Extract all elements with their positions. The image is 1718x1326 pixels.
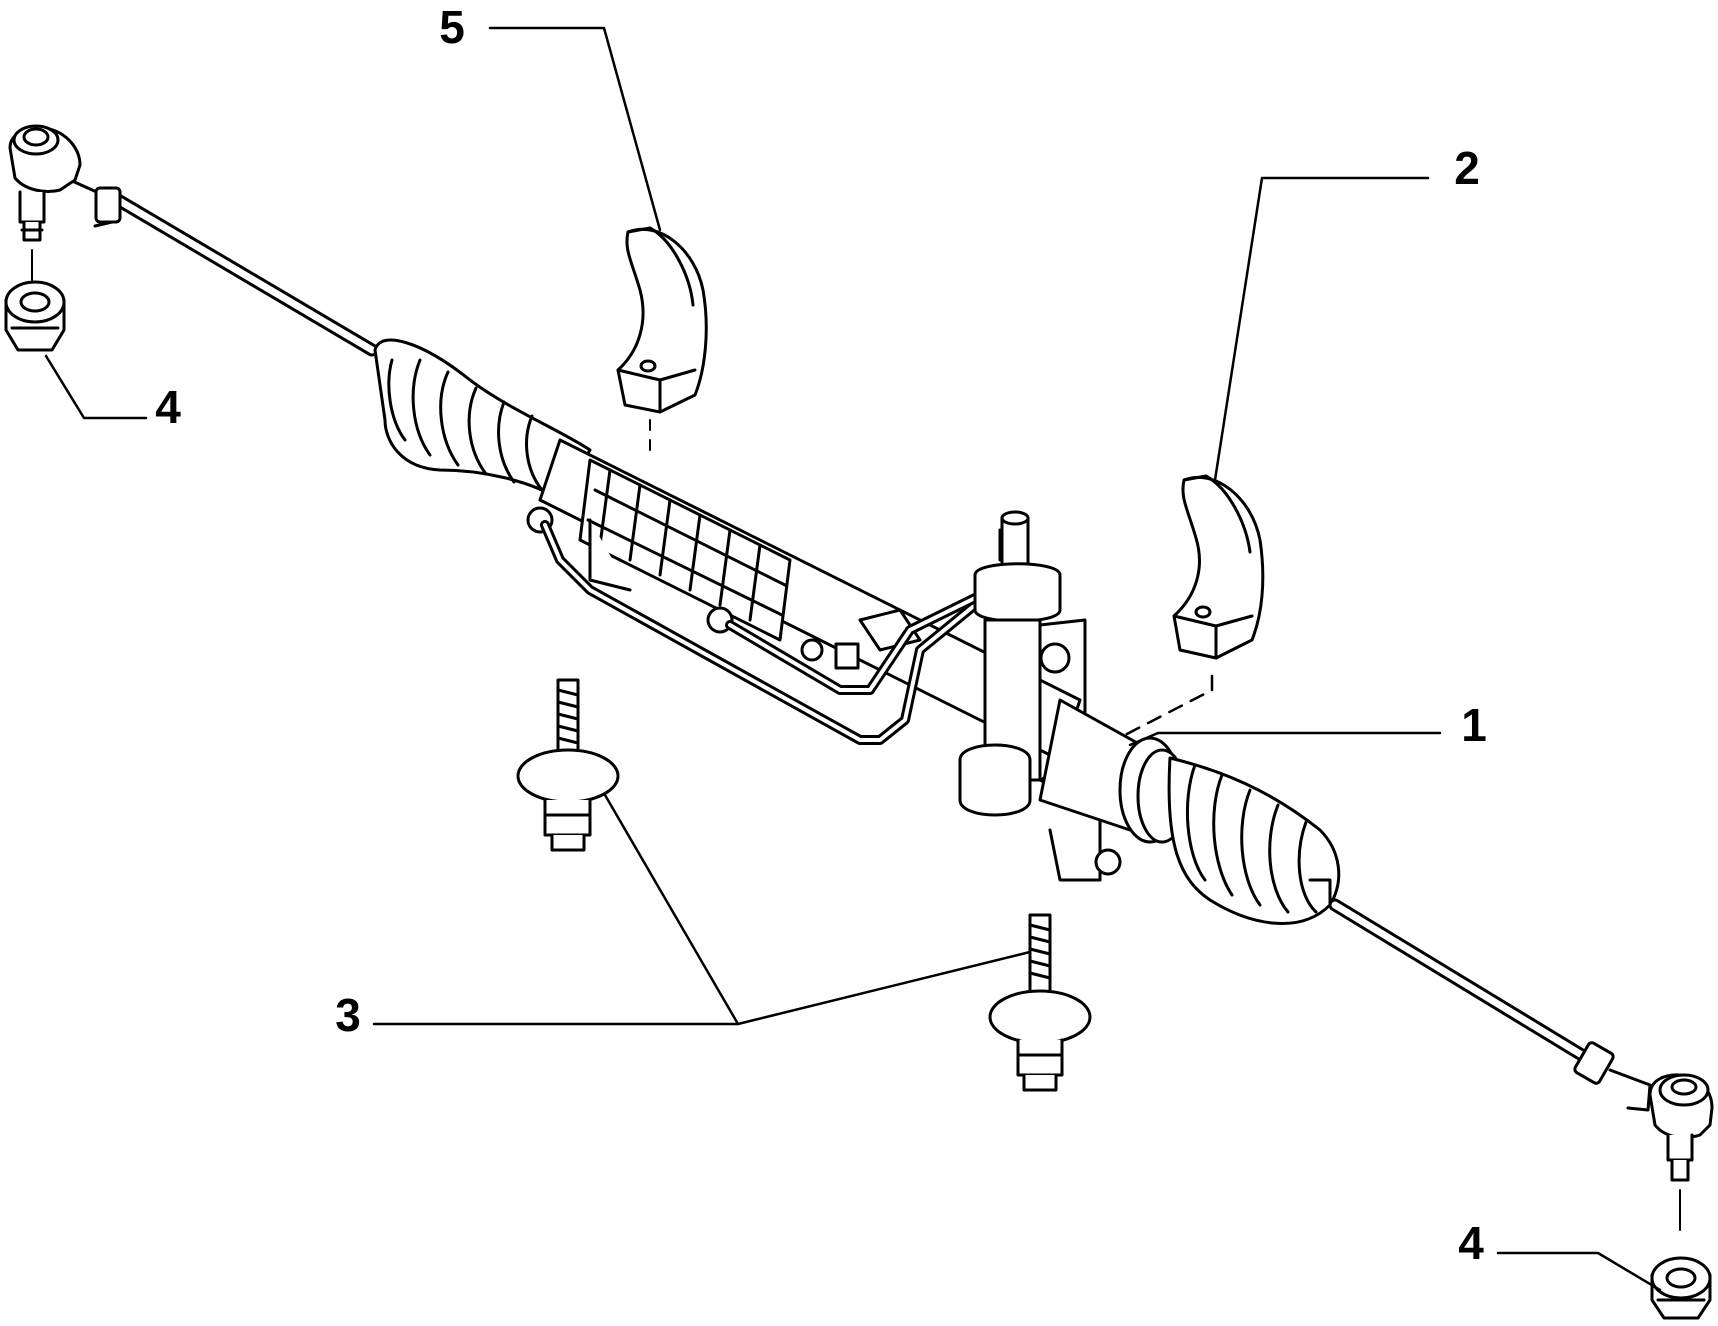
callout-4-right: 4 [1458, 1217, 1484, 1269]
mounting-clamp-2 [1172, 474, 1265, 660]
leader-lines [44, 26, 1662, 1292]
hydraulic-lines [540, 520, 980, 745]
callout-4-left: 4 [155, 381, 181, 433]
callout-5: 5 [439, 1, 465, 53]
left-nut [4, 280, 66, 352]
left-tie-rod [68, 178, 379, 357]
mounting-clamp-5 [616, 226, 708, 451]
pinion-valve-body [958, 510, 1122, 882]
callout-3: 3 [335, 989, 361, 1041]
right-nut [1650, 1256, 1712, 1320]
left-tie-rod-end [8, 124, 82, 281]
right-tie-rod-end [1648, 1073, 1714, 1231]
mounting-bolt-left [516, 678, 620, 852]
mounting-bolt-right [988, 913, 1092, 1092]
right-tie-rod [1328, 898, 1652, 1112]
rack-housing [526, 438, 1082, 762]
left-bellows-boot [373, 338, 592, 502]
right-bellows-boot [1167, 756, 1341, 925]
callout-1: 1 [1461, 699, 1487, 751]
callout-2: 2 [1454, 142, 1480, 194]
